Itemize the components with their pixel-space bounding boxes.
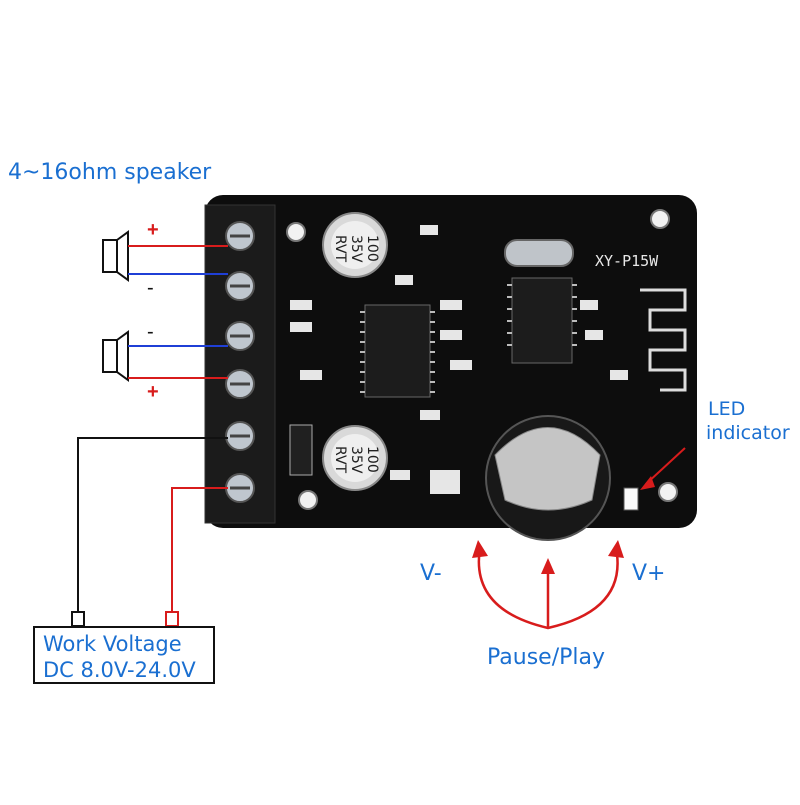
polarity-plus: +: [147, 219, 159, 241]
smd-components: [290, 225, 628, 494]
arrow-head: [472, 540, 488, 558]
volume-down-label: V-: [420, 561, 442, 586]
capacitor-1-text: 35V: [348, 235, 364, 263]
crystal-oscillator: [504, 239, 574, 267]
wire-black: [77, 437, 228, 612]
led-arrow: [645, 447, 686, 485]
speaker-wires: [128, 245, 228, 379]
capacitor: [322, 212, 388, 278]
capacitor-2-text: 35V: [348, 446, 364, 474]
pause-play-label: Pause/Play: [487, 645, 605, 670]
volume-up-label: V+: [632, 561, 666, 586]
polarity-plus: +: [147, 381, 159, 403]
speaker-icon: [102, 330, 129, 382]
capacitor-1-text: 100: [364, 235, 380, 262]
connector-pin: [165, 611, 179, 627]
led-label: LED: [708, 398, 746, 420]
work-voltage-line2: DC 8.0V-24.0V: [43, 658, 196, 682]
led-arrow-head: [640, 476, 655, 490]
speaker-title: 4~16ohm speaker: [8, 160, 212, 185]
capacitor: [322, 425, 388, 491]
mount-hole: [658, 482, 678, 502]
board-model-text: XY-P15W: [595, 252, 659, 270]
terminal-block: [204, 204, 276, 524]
led-label: indicator: [706, 422, 790, 444]
antenna-trace: [640, 288, 687, 392]
polarity-minus: -: [147, 321, 154, 343]
mount-hole: [298, 490, 318, 510]
capacitor-1-text: RVT: [332, 235, 348, 263]
speaker-icon: [102, 230, 129, 282]
work-voltage-box: Work Voltage DC 8.0V-24.0V: [33, 626, 215, 684]
arrow-head: [608, 540, 624, 558]
capacitor-2-text: 100: [364, 446, 380, 473]
led: [623, 487, 639, 511]
arrow-head: [541, 558, 555, 574]
connector-pin: [71, 611, 85, 627]
mount-hole: [650, 209, 670, 229]
capacitor-2-text: RVT: [332, 446, 348, 474]
mount-hole: [286, 222, 306, 242]
polarity-minus: -: [147, 277, 154, 299]
rotary-knob: [485, 415, 611, 541]
amplifier-chip: [360, 304, 435, 398]
bluetooth-chip: [507, 277, 577, 364]
wire-red: [171, 487, 228, 612]
diode: [289, 424, 313, 476]
work-voltage-line1: Work Voltage: [43, 632, 182, 656]
